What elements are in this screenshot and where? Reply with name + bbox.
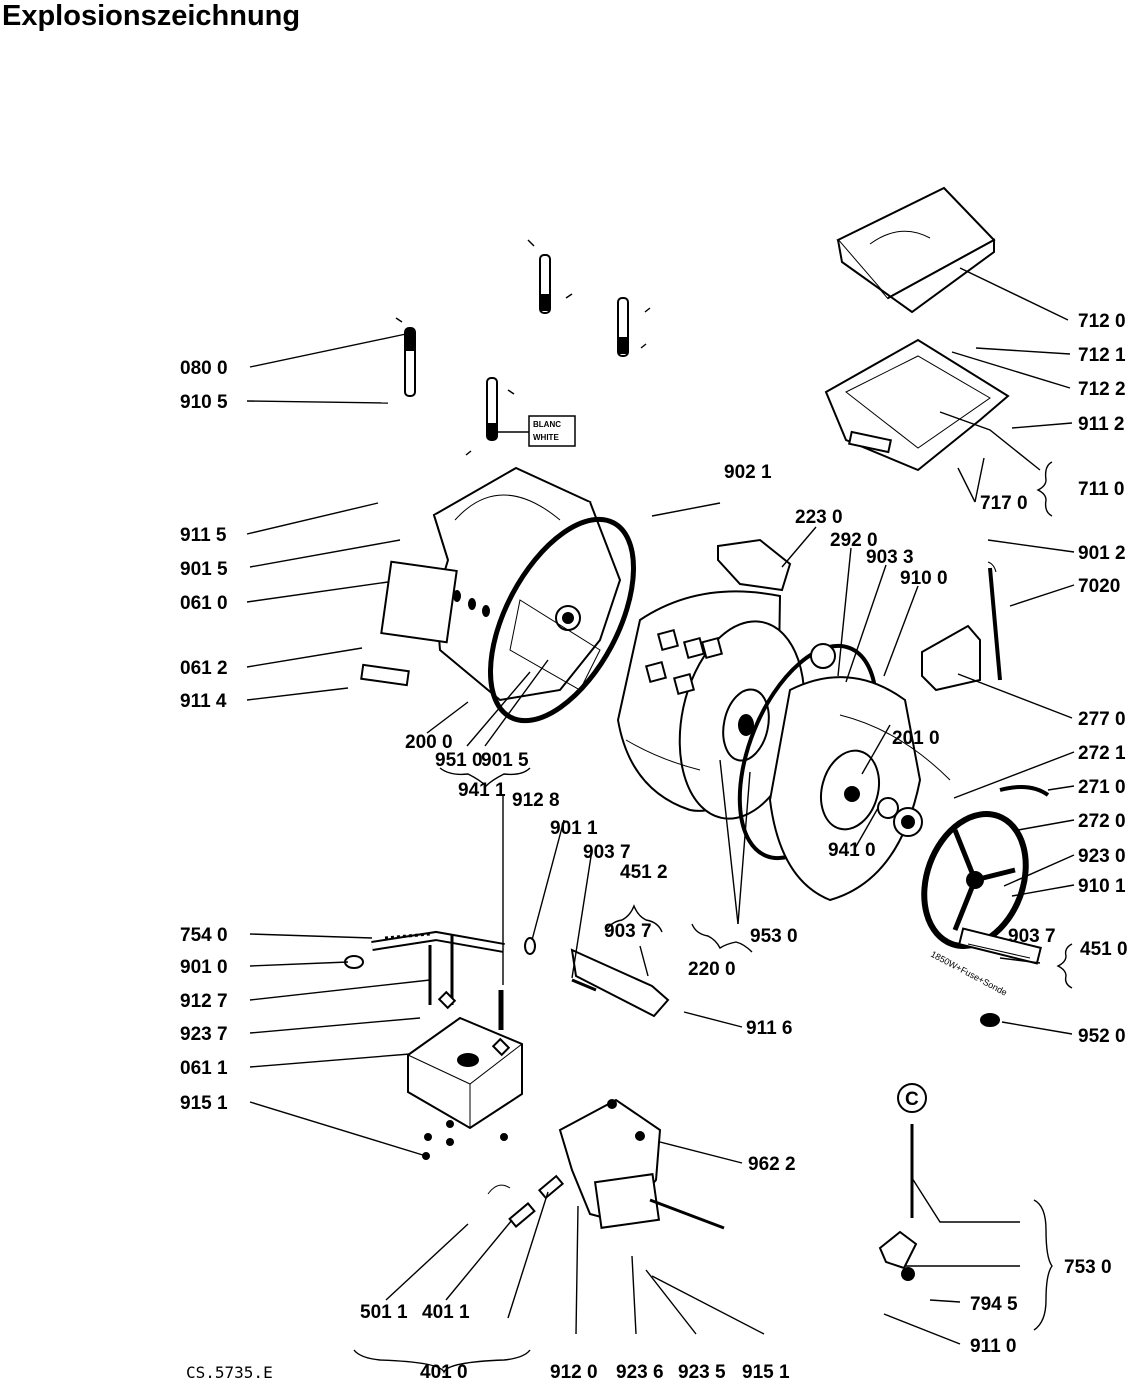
label-911-0: 911 0 xyxy=(970,1336,1017,1357)
label-712-2: 712 2 xyxy=(1078,379,1126,400)
label-401-0: 401 0 xyxy=(420,1362,468,1381)
label-912-8: 912 8 xyxy=(512,790,560,811)
label-712-1: 712 1 xyxy=(1078,345,1126,366)
label-901-1: 901 1 xyxy=(550,818,598,839)
label-901-2: 901 2 xyxy=(1078,543,1126,564)
label-223-0: 223 0 xyxy=(795,507,843,528)
label-271-0: 271 0 xyxy=(1078,777,1126,798)
soap-hopper xyxy=(717,538,792,592)
label-915-1: 915 1 xyxy=(180,1093,228,1114)
label-401-1: 401 1 xyxy=(422,1302,470,1323)
page-title: Explosionszeichnung xyxy=(2,0,301,32)
drain-hose xyxy=(344,930,536,969)
rear-tub-half xyxy=(360,466,636,724)
label-911-6: 911 6 xyxy=(746,1018,793,1039)
label-292-0: 292 0 xyxy=(830,530,878,551)
label-923-7: 923 7 xyxy=(180,1024,228,1045)
label-911-2: 911 2 xyxy=(1078,414,1125,435)
counterweight xyxy=(921,561,1002,692)
label-903-7-a: 903 7 xyxy=(583,842,631,863)
blanc-tag-text: BLANC xyxy=(533,420,561,429)
label-941-0: 941 0 xyxy=(828,840,876,861)
label-915-1-b: 915 1 xyxy=(742,1362,790,1381)
pressure-switch: C xyxy=(878,1083,927,1281)
label-7020: 7020 xyxy=(1078,576,1120,597)
label-277-0: 277 0 xyxy=(1078,709,1126,730)
label-910-5: 910 5 xyxy=(180,392,228,413)
label-754-0: 754 0 xyxy=(180,925,228,946)
label-923-6: 923 6 xyxy=(616,1362,664,1381)
label-717-0: 717 0 xyxy=(980,493,1028,514)
motor-support-block xyxy=(407,935,523,1160)
label-712-0: 712 0 xyxy=(1078,311,1126,332)
motor xyxy=(487,1098,725,1230)
drawing-reference: CS.5735.E xyxy=(186,1363,273,1381)
leader-lines xyxy=(246,267,1075,1374)
label-901-5-b: 901 5 xyxy=(481,750,529,771)
label-902-1: 902 1 xyxy=(724,462,772,483)
label-200-0: 200 0 xyxy=(405,732,453,753)
label-901-0: 901 0 xyxy=(180,957,228,978)
circle-marker-c: C xyxy=(905,1089,919,1110)
label-903-7-c: 903 7 xyxy=(1008,926,1056,947)
heater-element xyxy=(958,927,1042,1027)
label-911-4: 911 4 xyxy=(180,691,227,712)
label-911-5: 911 5 xyxy=(180,525,227,546)
detergent-dispenser xyxy=(824,186,1010,472)
label-080-0: 080 0 xyxy=(180,358,228,379)
label-912-0: 912 0 xyxy=(550,1362,598,1381)
label-794-5: 794 5 xyxy=(970,1294,1018,1315)
label-061-2: 061 2 xyxy=(180,658,228,679)
heater-note: 1850W+Fuse+Sonde xyxy=(929,949,1009,998)
blanc-white-tag: BLANC WHITE xyxy=(497,415,576,447)
label-953-0: 953 0 xyxy=(750,926,798,947)
label-941-1: 941 1 xyxy=(458,780,506,801)
label-903-7-b: 903 7 xyxy=(604,921,652,942)
label-903-3: 903 3 xyxy=(866,547,914,568)
label-910-1: 910 1 xyxy=(1078,876,1126,897)
label-061-0: 061 0 xyxy=(180,593,228,614)
label-451-0: 451 0 xyxy=(1080,939,1128,960)
label-962-2: 962 2 xyxy=(748,1154,796,1175)
front-tub-half xyxy=(737,643,951,902)
drum xyxy=(616,590,806,820)
label-910-0: 910 0 xyxy=(900,568,948,589)
label-951-0: 951 0 xyxy=(435,750,483,771)
label-451-2: 451 2 xyxy=(620,862,668,883)
label-272-0: 272 0 xyxy=(1078,811,1126,832)
suspension-springs xyxy=(395,239,651,456)
pulley xyxy=(921,784,1050,949)
part-labels: 080 0 910 5 911 5 901 5 061 0 061 2 911 … xyxy=(180,311,1128,1381)
label-952-0: 952 0 xyxy=(1078,1026,1126,1047)
label-923-5: 923 5 xyxy=(678,1362,726,1381)
label-912-7: 912 7 xyxy=(180,991,228,1012)
label-753-0: 753 0 xyxy=(1064,1257,1112,1278)
drain-pump-cover xyxy=(570,948,670,1018)
label-220-0: 220 0 xyxy=(688,959,736,980)
white-tag-text: WHITE xyxy=(533,433,559,442)
label-711-0: 711 0 xyxy=(1078,479,1125,500)
label-201-0: 201 0 xyxy=(892,728,940,749)
label-272-1: 272 1 xyxy=(1078,743,1126,764)
label-501-1: 501 1 xyxy=(360,1302,408,1323)
label-061-1: 061 1 xyxy=(180,1058,228,1079)
label-923-0: 923 0 xyxy=(1078,846,1126,867)
label-901-5: 901 5 xyxy=(180,559,228,580)
